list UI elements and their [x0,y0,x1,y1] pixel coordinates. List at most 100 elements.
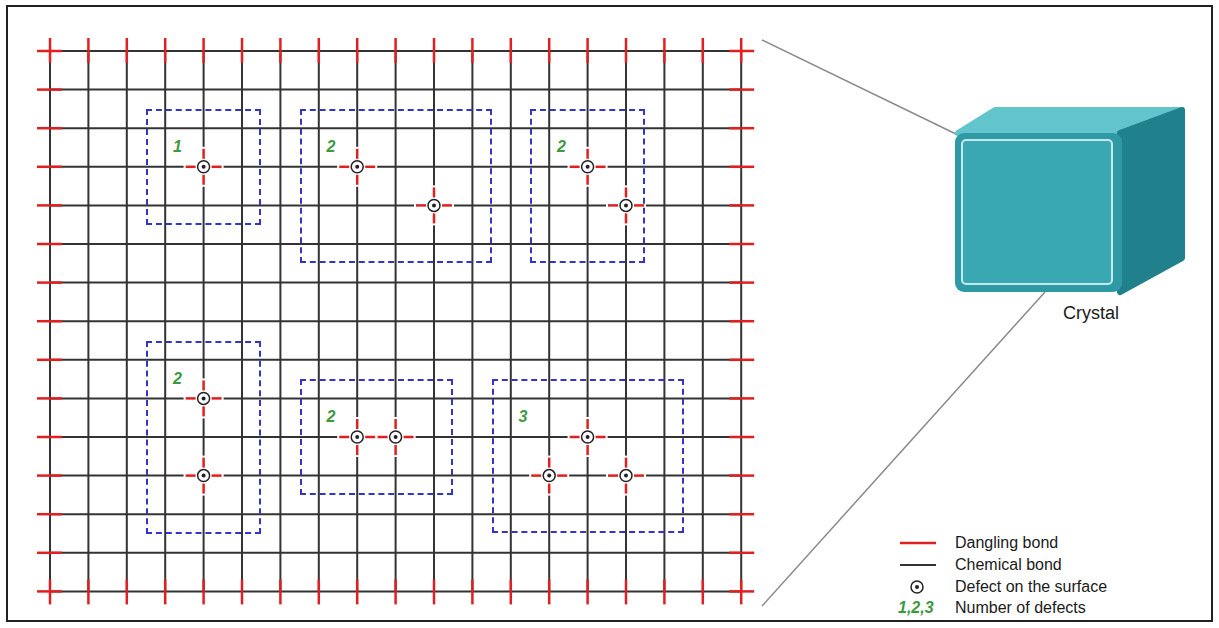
defect-count: 2 [327,408,336,426]
surface-defect [428,199,440,211]
defect-count: 2 [327,138,336,156]
dangling-bond [471,38,474,63]
dangling-bond [586,38,589,63]
surface-defect [351,431,363,443]
legend-number-sample: 1,2,3 [898,599,934,617]
chemical-bond [471,51,473,591]
dangling-bond [37,590,62,593]
dangling-bond [37,513,62,516]
dangling-bond [634,474,644,477]
surface-defect [582,431,594,443]
surface-defect-dot [202,396,206,400]
dangling-bond [548,484,551,494]
dangling-bond [634,204,644,207]
dangling-bond [37,50,62,53]
dangling-bond [202,149,205,159]
surface-defect-dot [355,165,359,169]
dangling-bond [586,419,589,429]
dangling-bond [356,419,359,429]
dangling-bond [87,38,90,63]
dangling-bond [164,579,167,604]
dangling-bond [126,579,129,604]
surface-defect [543,470,555,482]
dangling-bond [729,320,754,323]
surface-defect [198,470,210,482]
dangling-bond [663,38,666,63]
dangling-bond [212,397,222,400]
dangling-bond [729,88,754,91]
chemical-bond [50,436,741,438]
dangling-bond [279,579,282,604]
legend-black-line [900,564,936,566]
dangling-bond [729,243,754,246]
dangling-bond [416,204,426,207]
chemical-bond [164,51,166,591]
chemical-bond [126,51,128,591]
outer-frame [6,5,1213,622]
surface-defect-dot [432,203,436,207]
dangling-bond [586,149,589,159]
dangling-bond [37,204,62,207]
defect-count: 1 [173,138,182,156]
dangling-bond [548,579,551,604]
dangling-bond [625,38,628,63]
dangling-bond [37,281,62,284]
dangling-bond [729,397,754,400]
dangling-bond [729,359,754,362]
dangling-bond [557,474,567,477]
surface-defect-dot [586,435,590,439]
dangling-bond [729,513,754,516]
dangling-bond [37,436,62,439]
dangling-bond [404,436,414,439]
zoom-line [762,40,958,135]
dangling-bond [433,187,436,197]
dangling-bond [729,474,754,477]
dangling-bond [126,38,129,63]
dangling-bond [442,204,452,207]
surface-defect [620,470,632,482]
cube-front [955,133,1122,292]
defect-group-box: 1 [146,109,261,225]
dangling-bond [202,484,205,494]
dangling-bond [608,474,618,477]
defect-group-box: 2 [300,379,454,495]
chemical-bond [587,51,589,591]
cube-side [1120,110,1182,292]
dangling-bond [471,579,474,604]
dangling-bond [729,590,754,593]
dangling-bond [663,579,666,604]
legend-text: Defect on the surface [955,578,1107,596]
defect-group-box: 3 [492,379,684,533]
dangling-bond [729,127,754,130]
dangling-bond [433,38,436,63]
surface-defect [390,431,402,443]
dangling-bond [37,166,62,169]
dangling-bond [339,166,349,169]
dangling-bond [318,38,321,63]
surface-defect [620,199,632,211]
dangling-bond [570,436,580,439]
dangling-bond [356,445,359,455]
chemical-bond [433,51,435,591]
dangling-bond [608,204,618,207]
dangling-bond [702,38,705,63]
dangling-bond [702,579,705,604]
dangling-bond [596,166,606,169]
dangling-bond [625,187,628,197]
chemical-bond [318,51,320,591]
dangling-bond [212,474,222,477]
dangling-bond [356,149,359,159]
dangling-bond [186,166,196,169]
dangling-bond [378,436,388,439]
dangling-bond [37,88,62,91]
dangling-bond [339,436,349,439]
dangling-bond [729,50,754,53]
dangling-bond [37,474,62,477]
dangling-bond [202,38,205,63]
dangling-bond [729,552,754,555]
dangling-bond [241,38,244,63]
dangling-bond [531,474,541,477]
dangling-bond [37,320,62,323]
